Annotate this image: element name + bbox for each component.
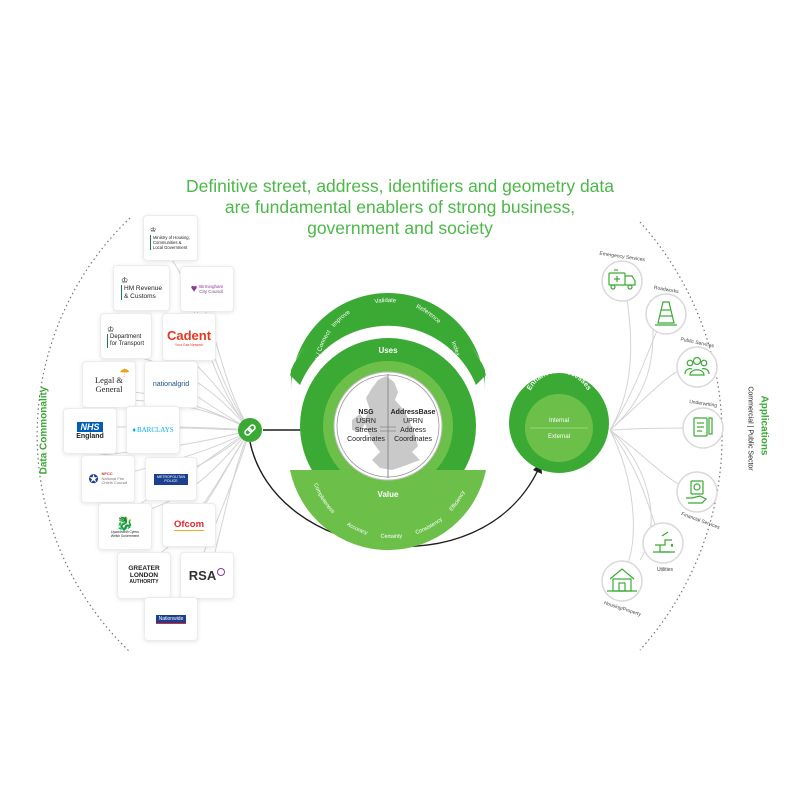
dft-line-2: for Transport bbox=[110, 340, 145, 347]
hmrc-line-2: & Customs bbox=[124, 292, 156, 300]
cadent-name: Cadent bbox=[166, 327, 212, 343]
uk-map bbox=[364, 376, 420, 470]
headline: Definitive street, address, identifiers … bbox=[150, 176, 650, 239]
logo-met-police: METROPOLITAN POLICE bbox=[145, 457, 197, 501]
logo-gla: GREATER LONDON AUTHORITY bbox=[117, 552, 171, 599]
link-node bbox=[238, 418, 262, 442]
mhclg-line-2: Communities & bbox=[153, 240, 182, 245]
ofcom-name: Ofcom bbox=[173, 519, 205, 531]
legal-general-line-2: General bbox=[95, 383, 123, 394]
data-commonality-label: Data Commonality bbox=[38, 386, 50, 475]
logo-nhs: NHS England bbox=[63, 408, 117, 454]
headline-line-2: are fundamental enablers of strong busin… bbox=[224, 197, 576, 217]
logo-barclays: ♦ BARCLAYS bbox=[126, 406, 180, 454]
mhclg-line-1: Ministry of Housing, bbox=[153, 235, 190, 240]
welsh-gov-line-1: Llywodraeth Cymru bbox=[110, 529, 140, 534]
fire-crest-icon: ✪ bbox=[88, 472, 99, 486]
welsh-gov-text: Llywodraeth Cymru Welsh Government bbox=[111, 530, 139, 538]
nfcc-text: NFCC National Fire Chiefs Council bbox=[102, 472, 128, 486]
headline-line-1: Definitive street, address, identifiers … bbox=[186, 176, 614, 196]
mhclg-text: Ministry of Housing, Communities & Local… bbox=[150, 235, 190, 250]
dft-line-1: Department bbox=[110, 333, 142, 340]
mhclg-line-3: Local Government bbox=[153, 245, 188, 250]
birmingham-line-2: City Council bbox=[199, 289, 224, 294]
national-grid-name: nationalgrid bbox=[152, 381, 190, 388]
eagle-icon: ♦ bbox=[132, 426, 136, 434]
legal-general-text: Legal & General bbox=[95, 376, 123, 393]
ni-map bbox=[352, 414, 366, 432]
nhs-region: England bbox=[76, 433, 104, 440]
logo-ofcom: Ofcom bbox=[162, 503, 216, 547]
logo-nationwide: Nationwide bbox=[144, 597, 198, 641]
nfcc-name: NFCC bbox=[101, 471, 113, 477]
barclays-name: BARCLAYS bbox=[136, 426, 174, 434]
application-circles bbox=[601, 260, 724, 602]
umbrella-icon: ☂ bbox=[119, 366, 130, 380]
value-band-fill bbox=[290, 470, 486, 551]
logo-dft: ♔ Department for Transport bbox=[100, 313, 152, 359]
logo-hmrc: ♔ HM Revenue & Customs bbox=[113, 265, 170, 311]
logo-national-grid: nationalgrid bbox=[144, 361, 198, 408]
met-police-badge: METROPOLITAN POLICE bbox=[153, 473, 189, 485]
gla-text: GREATER LONDON AUTHORITY bbox=[128, 565, 159, 586]
crest-icon: ♔ bbox=[150, 227, 157, 234]
birmingham-text: Birmingham City Council bbox=[199, 284, 223, 295]
logo-welsh-gov: 🐉 Llywodraeth Cymru Welsh Government bbox=[98, 503, 152, 550]
nfcc-sub: National Fire Chiefs Council bbox=[101, 475, 128, 486]
headline-line-3: government and society bbox=[307, 218, 493, 238]
hmrc-line-1: HM Revenue bbox=[124, 285, 162, 292]
heart-icon: ♥ bbox=[190, 283, 198, 295]
logo-rsa: RSA bbox=[180, 552, 234, 599]
legal-general-line-1: Legal & bbox=[94, 375, 124, 385]
hmrc-text: HM Revenue & Customs bbox=[121, 285, 162, 300]
logo-legal-general: Legal & General ☂ bbox=[82, 361, 136, 408]
met-police-line-2: POLICE bbox=[164, 479, 178, 483]
dft-text: Department for Transport bbox=[107, 333, 145, 348]
met-police-line-1: METROPOLITAN bbox=[156, 474, 186, 479]
gla-line-3: AUTHORITY bbox=[129, 579, 159, 585]
gla-line-1: GREATER bbox=[128, 565, 160, 572]
rsa-ring-icon bbox=[217, 567, 226, 576]
crest-icon: ♔ bbox=[107, 324, 115, 334]
nhs-badge: NHS bbox=[77, 422, 103, 432]
logo-mhclg: ♔ Ministry of Housing, Communities & Loc… bbox=[143, 215, 198, 261]
logo-cadent: Cadent Your Gas Network bbox=[162, 313, 216, 361]
welsh-gov-line-2: Welsh Government bbox=[110, 533, 140, 538]
dragon-icon: 🐉 bbox=[116, 514, 134, 531]
logo-birmingham: ♥ Birmingham City Council bbox=[180, 266, 234, 312]
applications-label: Applications bbox=[758, 395, 770, 456]
cadent-tagline: Your Gas Network bbox=[174, 342, 204, 347]
uses-band-edge bbox=[290, 303, 486, 385]
nationwide-name: Nationwide bbox=[155, 614, 187, 624]
birmingham-line-1: Birmingham bbox=[199, 283, 224, 289]
rsa-name: RSA bbox=[188, 568, 217, 583]
applications-subtitle: Commercial | Public Sector bbox=[746, 386, 754, 471]
logo-nfcc: ✪ NFCC National Fire Chiefs Council bbox=[81, 455, 135, 503]
gla-line-2: LONDON bbox=[129, 572, 159, 579]
crown-icon: ♔ bbox=[121, 276, 129, 285]
